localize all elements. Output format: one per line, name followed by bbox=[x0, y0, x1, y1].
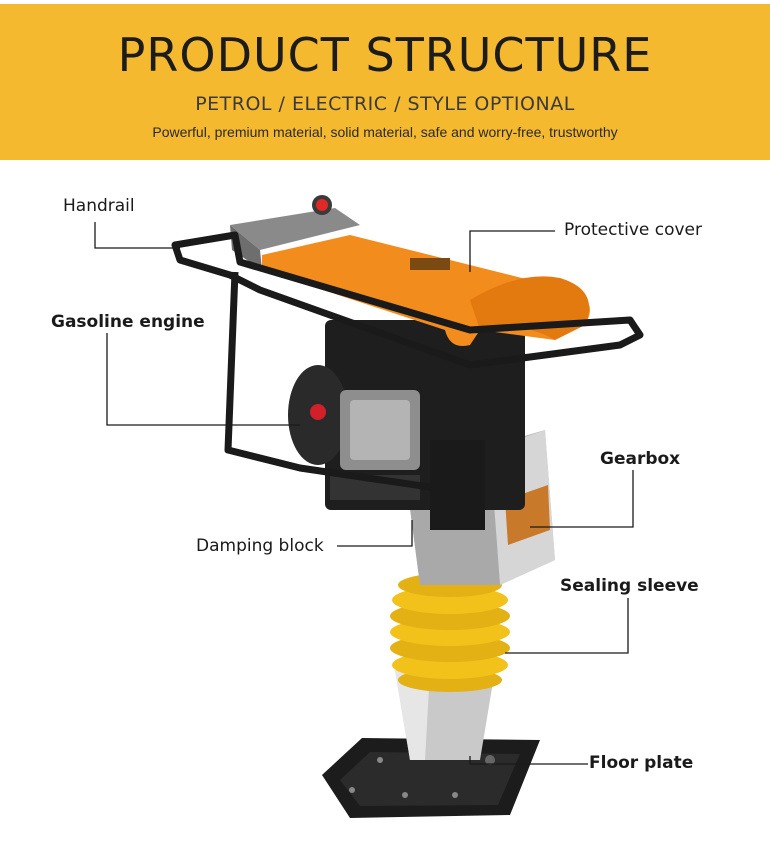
page-title: PRODUCT STRUCTURE bbox=[117, 28, 653, 82]
top-border bbox=[0, 0, 770, 4]
callout-handrail: Handrail bbox=[63, 196, 135, 216]
floor-plate-leader bbox=[469, 756, 588, 765]
page-tagline: Powerful, premium material, solid materi… bbox=[152, 124, 618, 140]
callout-floor-plate: Floor plate bbox=[589, 753, 694, 773]
callout-damping-block: Damping block bbox=[196, 536, 324, 556]
protective-cover-leader bbox=[469, 230, 555, 272]
callout-protective-cover: Protective cover bbox=[564, 220, 703, 240]
callout-gearbox: Gearbox bbox=[600, 449, 681, 469]
gearbox-leader bbox=[530, 470, 634, 528]
gasoline-engine-leader bbox=[106, 333, 300, 426]
callout-gasoline-engine: Gasoline engine bbox=[51, 312, 205, 332]
lower-leg-shape bbox=[395, 670, 495, 760]
handrail-leader bbox=[94, 222, 180, 249]
sealing-sleeve-shape bbox=[390, 573, 510, 692]
leader-lines bbox=[94, 222, 634, 765]
damping-block-leader bbox=[337, 520, 413, 547]
page-subtitle: PETROL / ELECTRIC / STYLE OPTIONAL bbox=[195, 93, 575, 115]
floor-plate-shape bbox=[322, 738, 540, 818]
handrail-shape bbox=[171, 231, 644, 494]
sealing-sleeve-leader bbox=[505, 598, 629, 654]
header-banner bbox=[0, 4, 770, 160]
damping-block-shape bbox=[430, 440, 485, 530]
callout-sealing-sleeve: Sealing sleeve bbox=[560, 576, 699, 596]
